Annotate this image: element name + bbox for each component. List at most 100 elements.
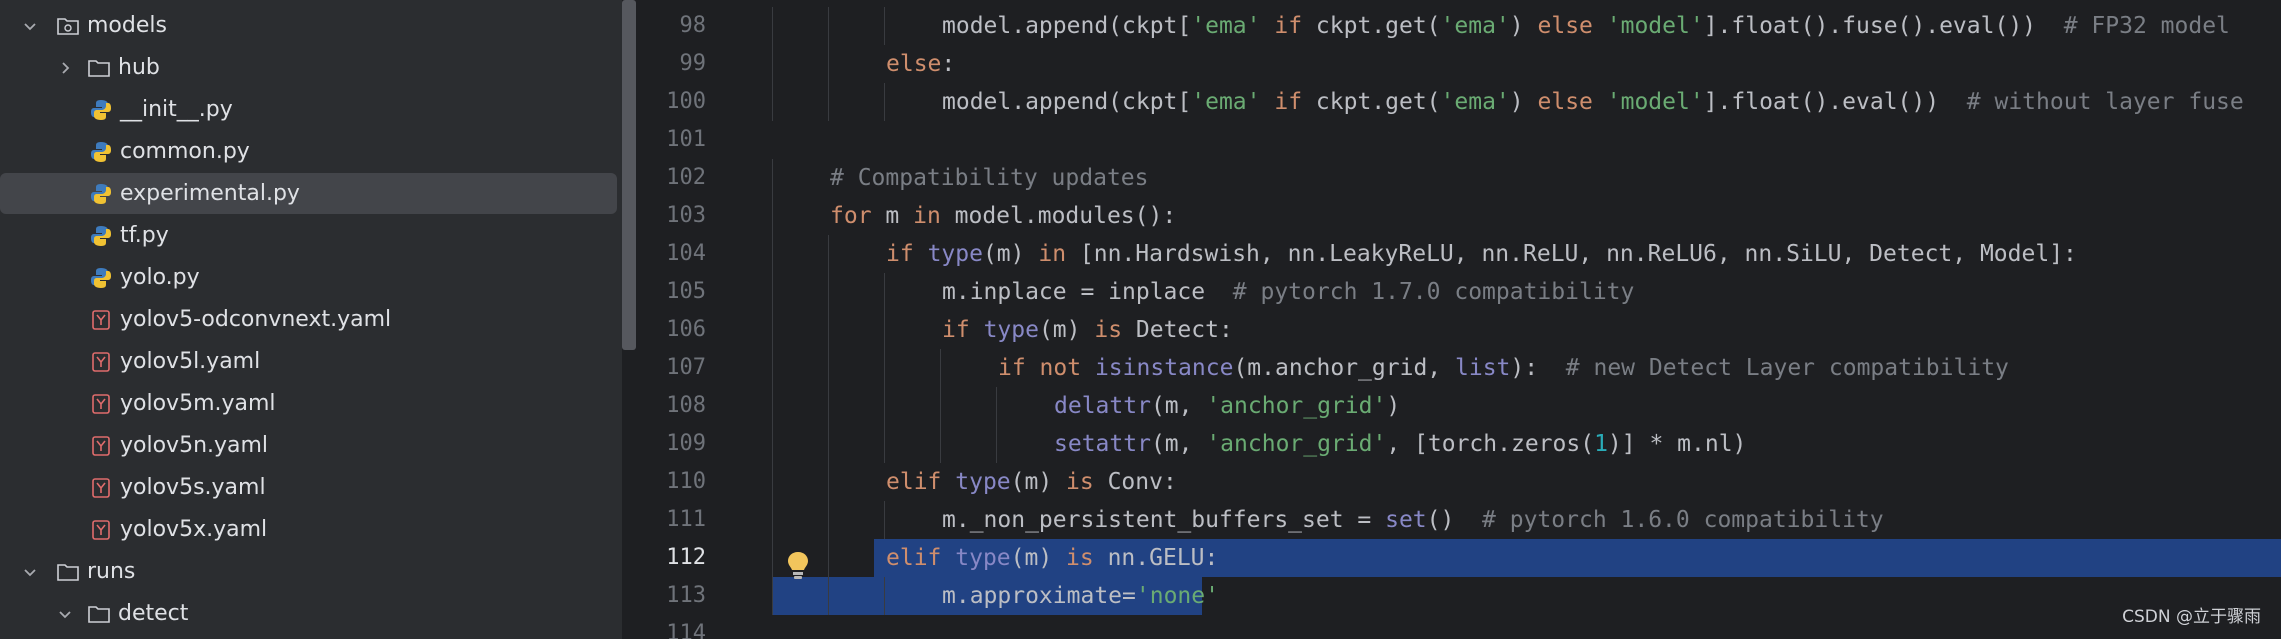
indent-guide bbox=[940, 387, 941, 425]
code-line[interactable]: m.approximate='none' bbox=[942, 577, 1219, 615]
chevron-down-icon[interactable] bbox=[19, 561, 41, 583]
panel-divider[interactable] bbox=[636, 0, 638, 639]
code-token: for bbox=[830, 203, 872, 229]
indent-guide bbox=[772, 387, 773, 425]
code-token: (m.anchor_grid, bbox=[1233, 355, 1455, 381]
indent-guide bbox=[884, 83, 885, 121]
code-token: Conv: bbox=[1093, 469, 1177, 495]
code-line[interactable]: setattr(m, 'anchor_grid', [torch.zeros(1… bbox=[1054, 425, 1746, 463]
code-token: , [torch.zeros( bbox=[1386, 431, 1595, 457]
line-number: 106 bbox=[666, 317, 706, 342]
tree-item-models[interactable]: models bbox=[0, 5, 622, 46]
python-icon bbox=[88, 181, 114, 207]
code-line[interactable]: model.append(ckpt['ema' if ckpt.get('ema… bbox=[942, 83, 2244, 121]
code-line[interactable]: if type(m) in [nn.Hardswish, nn.LeakyReL… bbox=[886, 235, 2077, 273]
code-line[interactable]: m.inplace = inplace # pytorch 1.7.0 comp… bbox=[942, 273, 1634, 311]
code-token: # without layer fuse bbox=[1966, 89, 2244, 115]
code-token: in bbox=[913, 203, 941, 229]
code-token: is bbox=[1066, 469, 1094, 495]
indent-guide bbox=[772, 159, 773, 197]
tree-item-label: common.py bbox=[120, 139, 250, 164]
code-line[interactable]: for m in model.modules(): bbox=[830, 197, 1176, 235]
indent-guide bbox=[828, 349, 829, 387]
code-token: (m) bbox=[1010, 469, 1067, 495]
code-token: ) bbox=[1386, 393, 1401, 419]
code-token: nn.GELU: bbox=[1093, 545, 1219, 571]
yaml-icon bbox=[88, 433, 114, 459]
code-token bbox=[1081, 355, 1095, 381]
code-line[interactable]: else: bbox=[886, 45, 955, 83]
code-line[interactable]: if type(m) is Detect: bbox=[942, 311, 1233, 349]
code-line[interactable]: if not isinstance(m.anchor_grid, list): … bbox=[998, 349, 2009, 387]
code-line[interactable]: elif type(m) is nn.GELU: bbox=[886, 539, 1218, 577]
tree-item-common-py[interactable]: common.py bbox=[0, 131, 622, 172]
code-token: m.approximate= bbox=[942, 583, 1136, 609]
code-line[interactable]: delattr(m, 'anchor_grid') bbox=[1054, 387, 1400, 425]
yaml-icon bbox=[88, 391, 114, 417]
tree-item-yolov5m-yaml[interactable]: yolov5m.yaml bbox=[0, 383, 622, 424]
code-token: else bbox=[1537, 13, 1593, 39]
indent-guide bbox=[884, 387, 885, 425]
code-token: (m) bbox=[1038, 317, 1095, 343]
selection-highlight bbox=[874, 539, 2281, 577]
python-icon bbox=[88, 223, 114, 249]
tree-item-detect[interactable]: detect bbox=[0, 593, 622, 634]
tree-scrollbar[interactable] bbox=[622, 0, 636, 350]
indent-guide bbox=[828, 273, 829, 311]
tree-item-yolov5x-yaml[interactable]: yolov5x.yaml bbox=[0, 509, 622, 550]
tree-item-yolo-py[interactable]: yolo.py bbox=[0, 257, 622, 298]
tree-item-experimental-py[interactable]: experimental.py bbox=[0, 173, 617, 214]
code-line[interactable]: model.append(ckpt['ema' if ckpt.get('ema… bbox=[942, 7, 2230, 45]
indent-guide bbox=[940, 425, 941, 463]
line-number: 100 bbox=[666, 89, 706, 114]
tree-item-init-py[interactable]: __init__.py bbox=[0, 89, 622, 130]
indent-guide bbox=[828, 463, 829, 501]
code-token: # pytorch 1.6.0 compatibility bbox=[1482, 507, 1884, 533]
code-token: else bbox=[886, 51, 942, 77]
chevron-down-icon[interactable] bbox=[19, 15, 41, 37]
line-number: 98 bbox=[679, 13, 707, 38]
indent-guide bbox=[772, 349, 773, 387]
tree-item-label: yolo.py bbox=[120, 265, 200, 290]
code-token: )] * m.nl) bbox=[1607, 431, 1747, 457]
lightbulb-icon[interactable] bbox=[785, 550, 811, 582]
tree-item-yolov5s-yaml[interactable]: yolov5s.yaml bbox=[0, 467, 622, 508]
tree-item-runs[interactable]: runs bbox=[0, 551, 622, 592]
code-token bbox=[1593, 89, 1607, 115]
code-line[interactable]: # Compatibility updates bbox=[830, 159, 1149, 197]
chevron-down-icon[interactable] bbox=[54, 603, 76, 625]
code-token: [nn.Hardswish, nn.LeakyReLU, nn.ReLU, nn… bbox=[1066, 241, 2077, 267]
code-token: m._non_persistent_buffers_set = bbox=[942, 507, 1386, 533]
tree-item-yolov5n-yaml[interactable]: yolov5n.yaml bbox=[0, 425, 622, 466]
code-token bbox=[1593, 13, 1607, 39]
indent-guide bbox=[772, 577, 773, 615]
code-token: set bbox=[1385, 507, 1427, 533]
tree-item-yolov5-odconvnext-yaml[interactable]: yolov5-odconvnext.yaml bbox=[0, 299, 622, 340]
tree-item-hub[interactable]: hub bbox=[0, 47, 622, 88]
code-token: isinstance bbox=[1094, 355, 1234, 381]
code-token: (m) bbox=[1010, 545, 1067, 571]
code-token: if bbox=[942, 317, 970, 343]
code-token bbox=[941, 545, 955, 571]
code-line[interactable]: m._non_persistent_buffers_set = set() # … bbox=[942, 501, 1884, 539]
code-token: if bbox=[1274, 89, 1303, 115]
code-token: delattr bbox=[1054, 393, 1151, 419]
tree-item-label: runs bbox=[87, 559, 136, 584]
tree-item-tf-py[interactable]: tf.py bbox=[0, 215, 622, 256]
indent-guide bbox=[772, 273, 773, 311]
code-token: in bbox=[1038, 241, 1067, 267]
tree-item-yolov5l-yaml[interactable]: yolov5l.yaml bbox=[0, 341, 622, 382]
line-number: 113 bbox=[666, 583, 706, 608]
code-token: 'anchor_grid' bbox=[1206, 393, 1387, 419]
indent-guide bbox=[996, 387, 997, 425]
code-line[interactable]: elif type(m) is Conv: bbox=[886, 463, 1177, 501]
watermark: CSDN @立于骤雨 bbox=[2122, 607, 2261, 627]
indent-guide bbox=[884, 311, 885, 349]
indent-guide bbox=[884, 7, 885, 45]
indent-guide bbox=[884, 501, 885, 539]
chevron-right-icon[interactable] bbox=[54, 57, 76, 79]
folder-icon bbox=[86, 55, 112, 81]
code-token: setattr bbox=[1054, 431, 1151, 457]
